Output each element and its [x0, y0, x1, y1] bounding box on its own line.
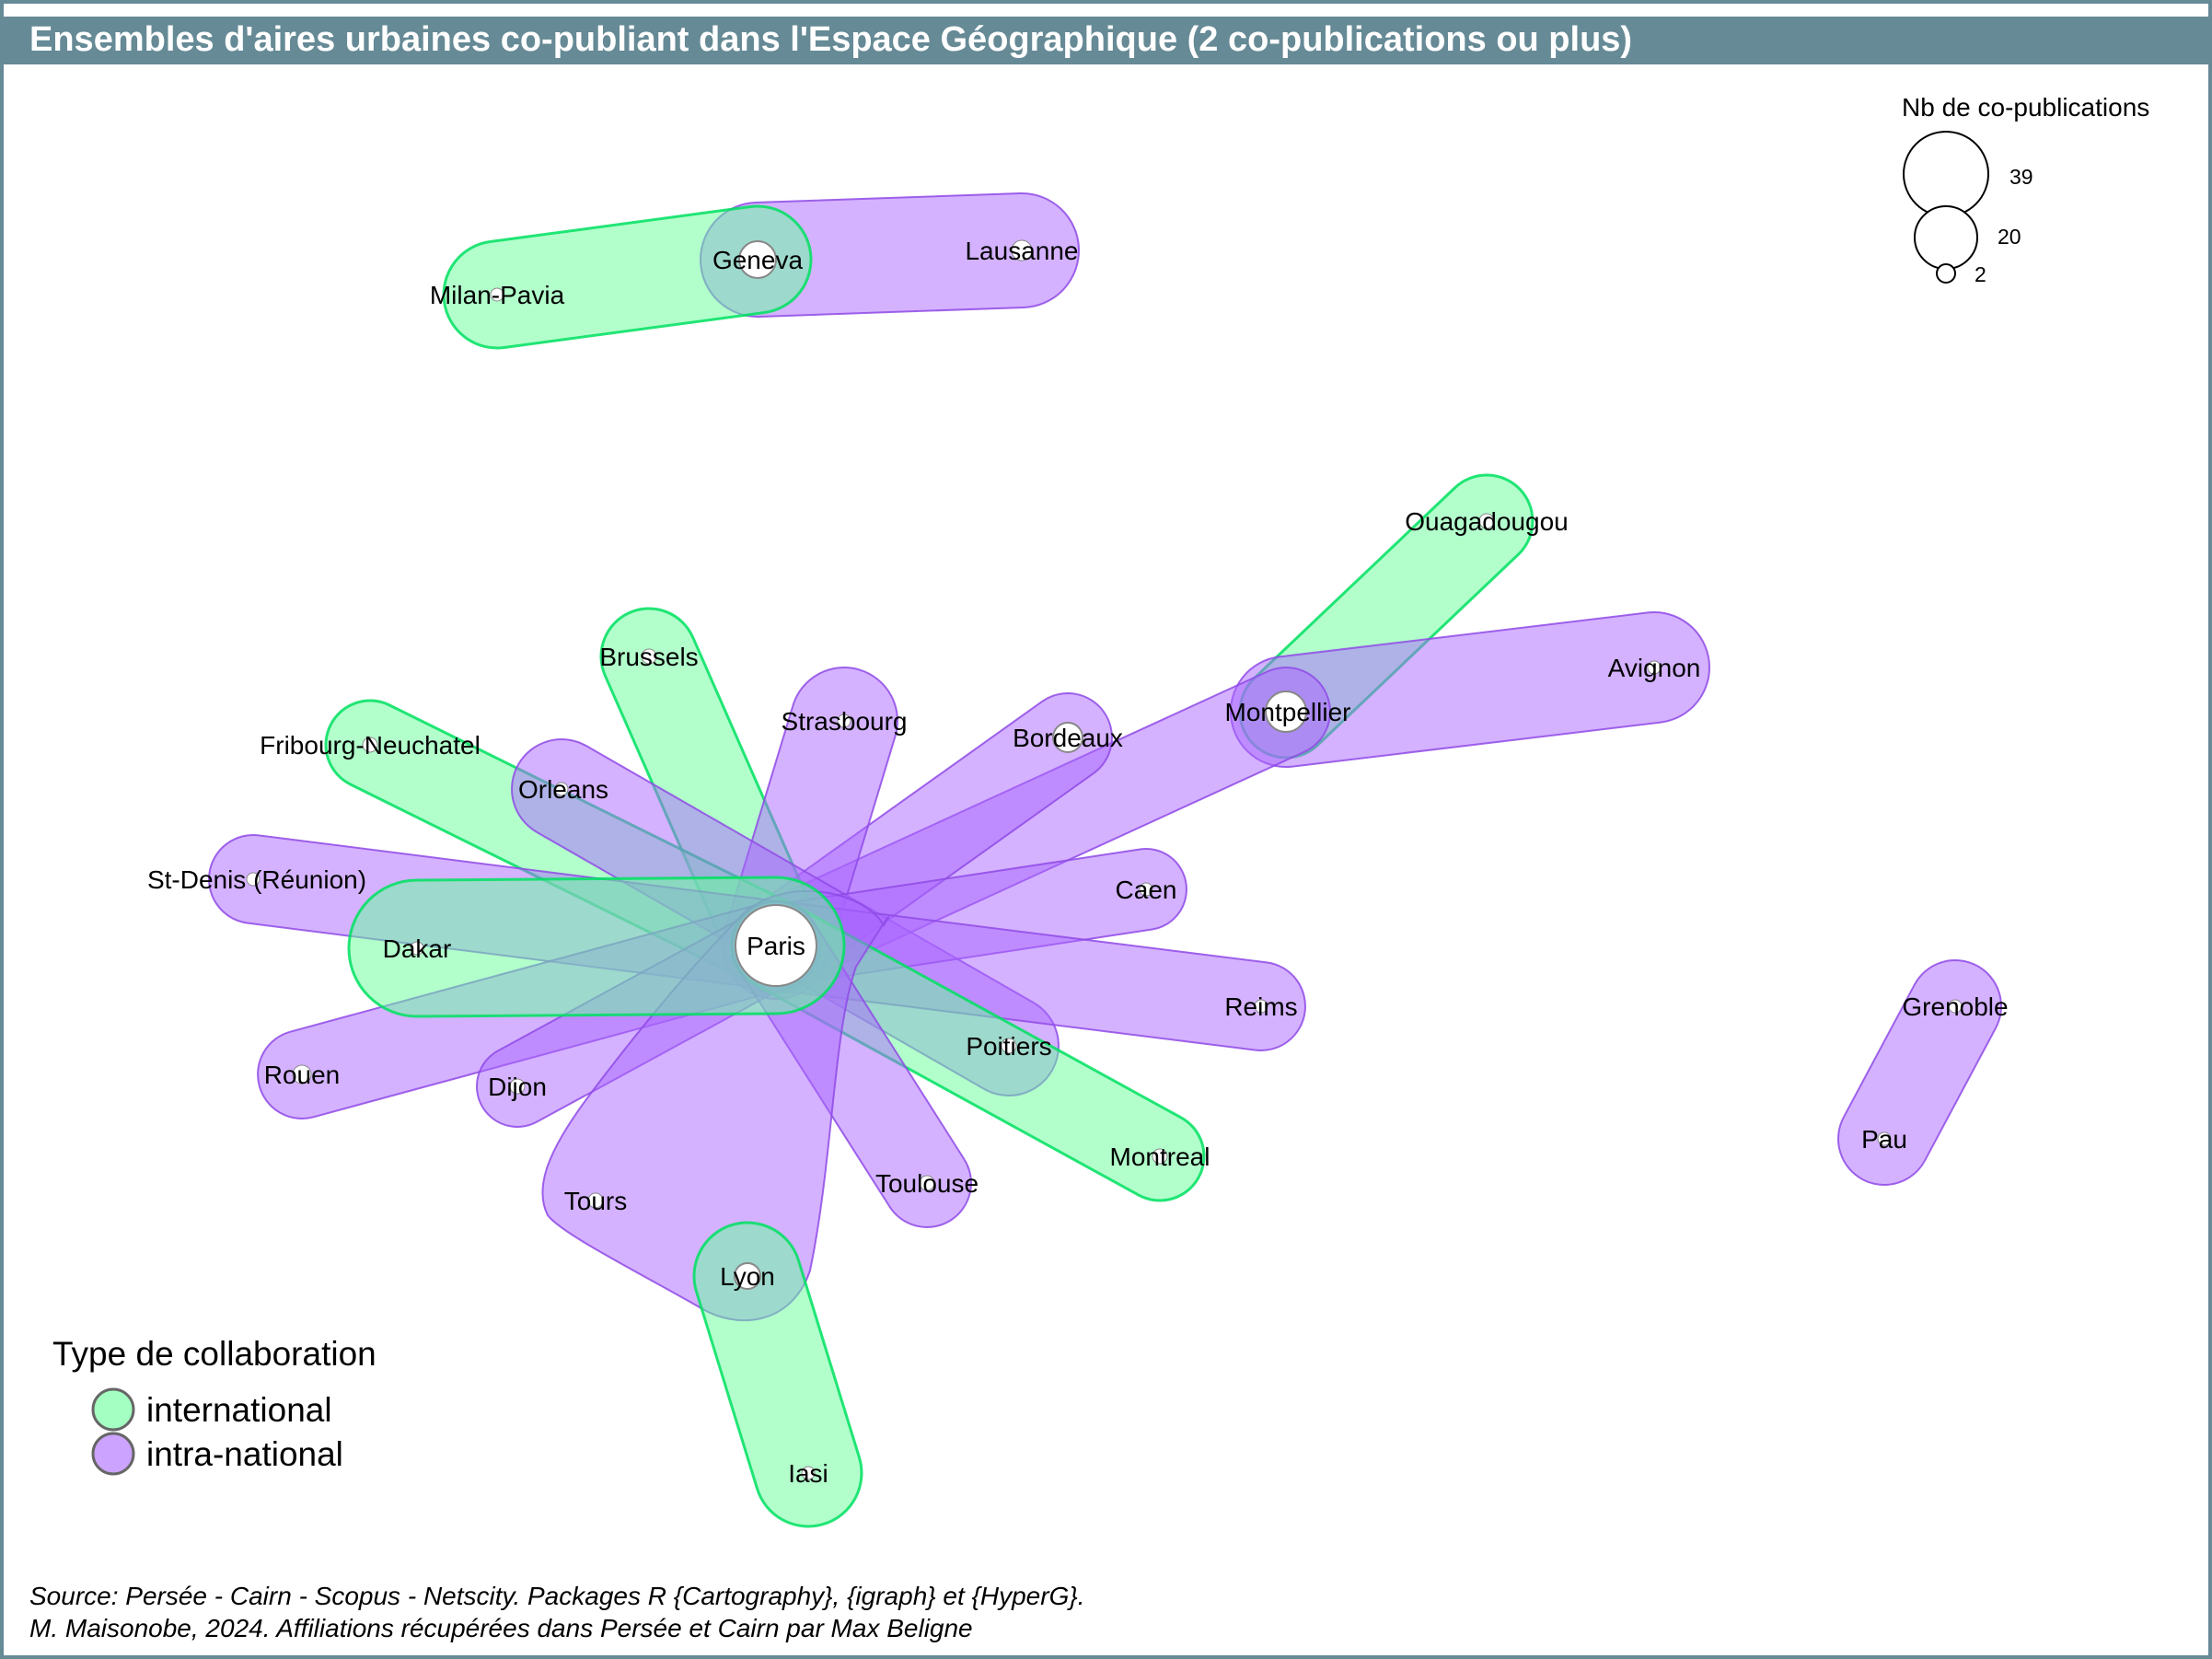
node-montreal: [1152, 1148, 1168, 1165]
node-fribourg: [362, 737, 378, 753]
node-label-dakar: Dakar: [383, 934, 452, 963]
nodes-layer: Paris Geneva LausanneMilan-PaviaOuagadougo…: [147, 237, 2009, 1488]
node-label-grenoble: Grenoble: [1902, 992, 2008, 1021]
size-legend-value-39: 39: [2009, 165, 2033, 189]
node-label-avignon: Avignon: [1608, 654, 1701, 682]
node-label-ouaga: Ouagadougou: [1405, 507, 1569, 536]
hyperedges-layer: [208, 192, 2002, 1528]
node-avignon: [1647, 660, 1662, 675]
legend-swatch-international: [91, 1387, 135, 1432]
node-label-tours: Tours: [564, 1187, 627, 1215]
node-label-dijon: Dijon: [488, 1073, 547, 1101]
hyperedge-international-paris-dakar: [347, 876, 846, 1018]
node-label-pau: Pau: [1861, 1125, 1907, 1154]
node-ouaga: [1478, 513, 1495, 529]
node-label-milan: Milan-Pavia: [430, 281, 565, 309]
node-dakar: [410, 941, 424, 956]
node-label-strasbourg: Strasbourg: [782, 707, 908, 736]
node-label-fribourg: Fribourg-Neuchatel: [260, 731, 481, 760]
legend-label-intranational: intra-national: [146, 1435, 343, 1473]
node-brussels: [641, 648, 657, 665]
legend-swatch-intranational: [91, 1432, 135, 1476]
node-label-montreal: Montreal: [1110, 1143, 1210, 1171]
node-orleans: [554, 782, 569, 796]
node-label-lausanne: Lausanne: [965, 237, 1078, 265]
node-label-reims: Reims: [1224, 992, 1297, 1021]
hyperedge-international-lyon-iasi: [692, 1221, 863, 1528]
node-grenoble: [1948, 999, 1963, 1014]
node-caen: [1139, 882, 1153, 897]
node-label-poitiers: Poitiers: [966, 1032, 1051, 1061]
node-label-rouen: Rouen: [264, 1061, 341, 1089]
node-label-montpellier: Montpellier: [1225, 698, 1351, 726]
size-legend-value-20: 20: [1998, 225, 2021, 249]
legend-label-international: international: [146, 1391, 332, 1429]
figure-title: Ensembles d'aires urbaines co-publiant d…: [29, 20, 1632, 59]
node-toulouse: [919, 1175, 935, 1191]
node-lyon: [734, 1262, 761, 1290]
node-label-stdenis: St-Denis (Réunion): [147, 865, 366, 894]
node-paris: [735, 904, 817, 987]
source-line-2: M. Maisonobe, 2024. Affiliations récupér…: [29, 1614, 973, 1642]
node-label-bordeaux: Bordeaux: [1013, 724, 1123, 752]
node-label-orleans: Orleans: [518, 775, 608, 804]
node-montpellier: [1265, 690, 1307, 733]
node-label-toulouse: Toulouse: [875, 1169, 979, 1198]
node-lausanne: [1011, 239, 1033, 261]
node-reims: [1254, 999, 1268, 1014]
node-dijon: [509, 1078, 526, 1095]
node-stdenis: [246, 872, 261, 887]
size-legend-circle-20: [1914, 205, 1978, 270]
node-pau: [1877, 1131, 1892, 1146]
type-legend-title: Type de collaboration: [52, 1335, 376, 1373]
node-label-lyon: Lyon: [720, 1262, 775, 1291]
size-legend-circle-39: [1903, 131, 1989, 217]
node-poitiers: [1001, 1038, 1017, 1054]
node-label-iasi: Iasi: [788, 1459, 828, 1488]
source-line-1: Source: Persée - Cairn - Scopus - Netsci…: [29, 1582, 1084, 1610]
node-iasi: [801, 1466, 816, 1480]
title-bar: [0, 17, 2212, 64]
size-legend-value-2: 2: [1975, 262, 1986, 286]
node-label-brussels: Brussels: [599, 643, 698, 671]
size-legend: Nb de co-publications 39 20 2: [1902, 93, 2149, 286]
size-legend-circle-2: [1936, 263, 1956, 284]
hyperedge-intranational-grenoble-pau: [1837, 959, 2002, 1186]
size-legend-title: Nb de co-publications: [1902, 93, 2149, 122]
node-rouen: [292, 1064, 312, 1085]
node-bordeaux: [1052, 722, 1083, 753]
node-label-paris: Paris: [747, 932, 805, 960]
node-strasbourg: [837, 713, 851, 728]
node-label-geneva: Geneva: [712, 246, 803, 274]
hyperedge-international-milan-geneva: [442, 204, 813, 350]
node-milan: [490, 287, 504, 302]
node-geneva: [738, 240, 777, 279]
node-tours: [587, 1192, 604, 1209]
type-legend: Type de collaboration international intr…: [52, 1335, 376, 1476]
node-label-caen: Caen: [1116, 876, 1177, 904]
